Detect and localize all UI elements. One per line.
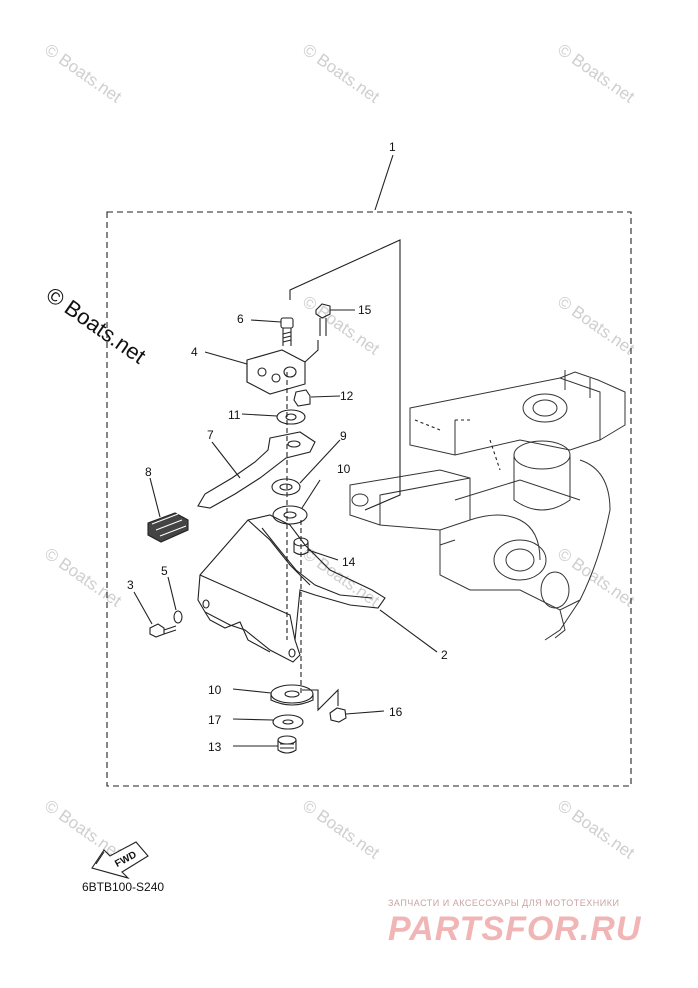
callout-16: 16 xyxy=(389,705,403,719)
callout-4: 4 xyxy=(191,345,198,359)
leader-8 xyxy=(149,477,161,518)
part-10-washer-lower xyxy=(232,684,314,706)
part-17-washer xyxy=(232,714,304,730)
callout-5: 5 xyxy=(161,564,168,578)
part-11-clip xyxy=(241,409,306,425)
part-10-washer-upper xyxy=(272,479,321,525)
part-3-screw xyxy=(133,591,177,638)
part-15-bolt xyxy=(315,303,355,336)
callout-1: 1 xyxy=(389,140,396,154)
part-16-nut xyxy=(302,688,385,723)
callout-2: 2 xyxy=(441,648,448,662)
diagram-reference-code: 6BTB100-S240 xyxy=(82,880,165,894)
part-8-block xyxy=(147,512,189,543)
part-13-nut xyxy=(233,735,297,754)
callout-7: 7 xyxy=(207,428,214,442)
callout-6: 6 xyxy=(237,312,244,326)
part-14-collar xyxy=(293,537,339,561)
part-9-washer xyxy=(271,439,341,496)
fwd-arrow-icon xyxy=(91,841,149,880)
engine-outline xyxy=(349,370,626,641)
shop-tagline: ЗАПЧАСТИ И АКСЕССУАРЫ ДЛЯ МОТОТЕХНИКИ xyxy=(388,898,620,908)
callout-9: 9 xyxy=(340,429,347,443)
assembly-boundary xyxy=(106,211,632,787)
callout-8: 8 xyxy=(145,465,152,479)
callout-3: 3 xyxy=(127,578,134,592)
engine-hidden-lines xyxy=(414,419,501,471)
part-2-bracket xyxy=(197,514,438,663)
callout-11: 11 xyxy=(228,408,241,422)
callout-15: 15 xyxy=(358,303,372,317)
part-6-bolt xyxy=(250,317,294,346)
callout-10-upper: 10 xyxy=(337,462,351,476)
assembly-leader-lines xyxy=(289,239,401,511)
callout-10-lower: 10 xyxy=(208,683,222,697)
shop-logo: PARTSFOR.RU xyxy=(388,910,642,948)
part-7-arm xyxy=(197,431,316,509)
part-5-washer xyxy=(167,576,183,624)
callout-13: 13 xyxy=(208,740,222,754)
leader-1 xyxy=(374,154,394,211)
callout-17: 17 xyxy=(208,713,222,727)
callout-14: 14 xyxy=(342,555,356,569)
part-4-plate xyxy=(204,340,319,395)
callout-12: 12 xyxy=(340,389,354,403)
part-12-nut xyxy=(293,389,341,407)
